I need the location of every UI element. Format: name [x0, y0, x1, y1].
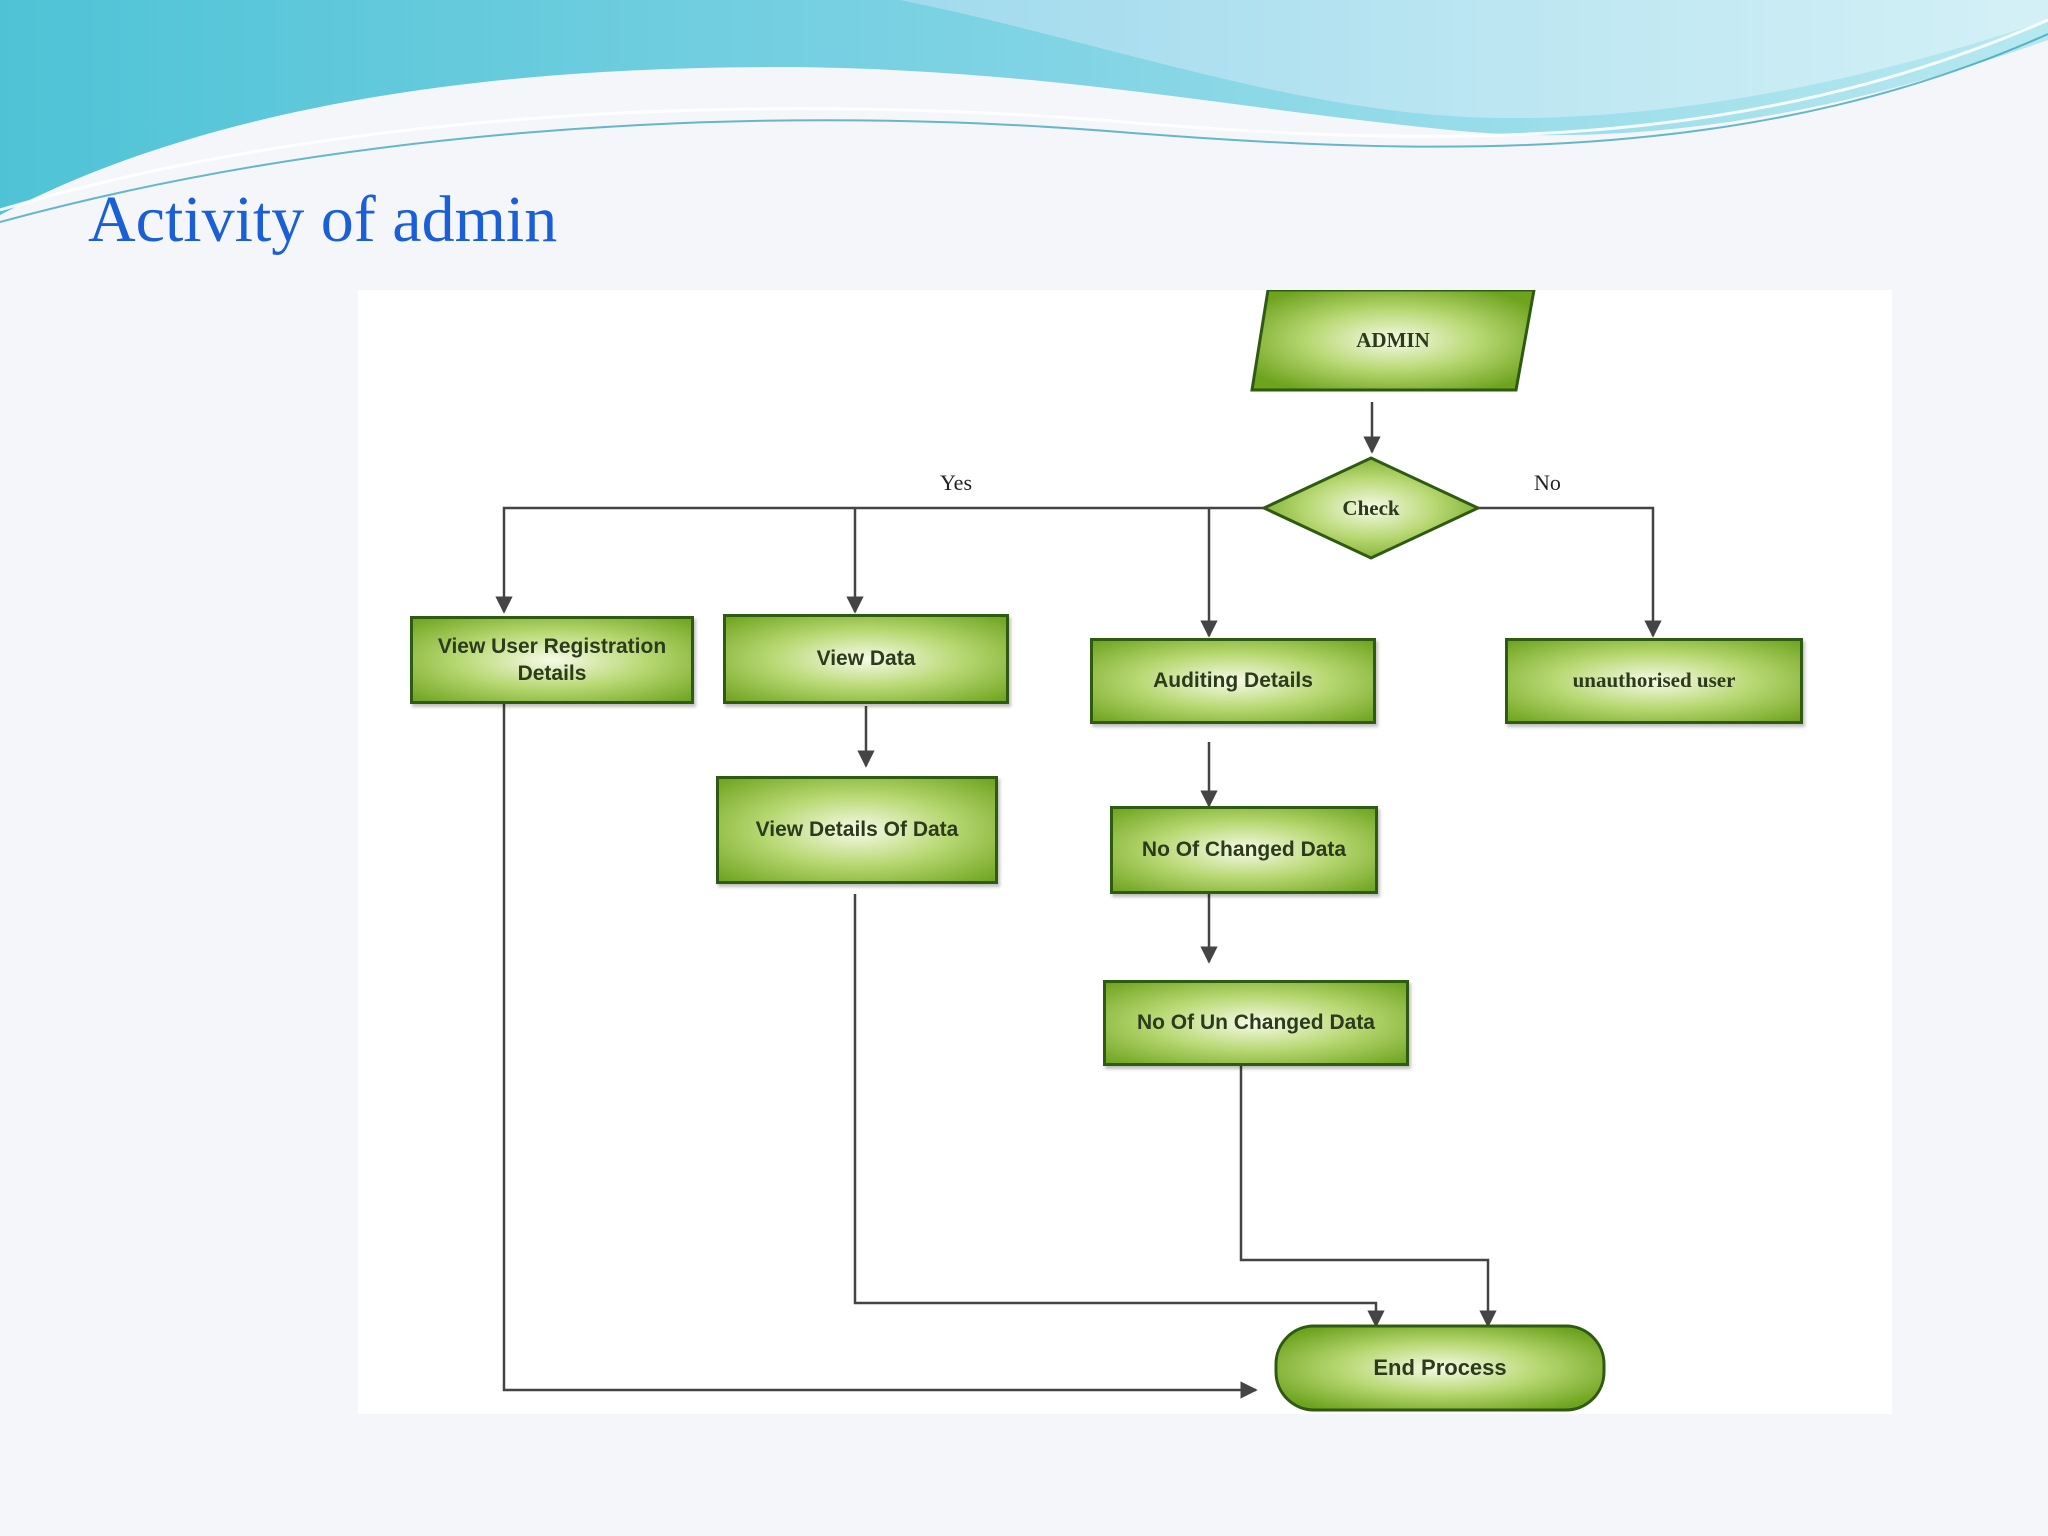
no-of-changed-data-node: No Of Changed Data — [1110, 806, 1378, 894]
edge-yes-branch-bus — [495, 506, 1266, 614]
no-branch-label: No — [1534, 470, 1561, 495]
edge-no-branch — [1478, 506, 1662, 638]
slide-title: Activity of admin — [88, 183, 558, 256]
check-decision-node — [1260, 456, 1482, 560]
end-process-node — [1274, 1324, 1606, 1412]
header-wave — [0, 0, 2048, 223]
view-details-of-data-node: View Details Of Data — [716, 776, 998, 884]
flowchart-connectors — [495, 290, 1662, 1412]
yes-branch-label: Yes — [940, 470, 973, 495]
auditing-details-node: Auditing Details — [1090, 638, 1376, 724]
edge-unchanged-to-end — [1239, 1066, 1497, 1328]
unauthorised-user-node: unauthorised user — [1505, 638, 1803, 724]
edge-registration-to-end — [502, 702, 1258, 1399]
connectors — [495, 402, 1662, 1399]
view-data-node: View Data — [723, 614, 1009, 704]
no-of-unchanged-data-node: No Of Un Changed Data — [1103, 980, 1409, 1066]
check-decision-label: Check — [1342, 495, 1400, 520]
admin-start-node — [1250, 290, 1536, 392]
view-user-registration-node: View User Registration Details — [410, 616, 694, 704]
flowchart-diagram: ADMIN Check End Process Yes No View User… — [358, 290, 1892, 1414]
admin-start-label: ADMIN — [1356, 327, 1430, 352]
edge-details-to-end — [853, 894, 1385, 1328]
end-process-label: End Process — [1373, 1355, 1507, 1380]
